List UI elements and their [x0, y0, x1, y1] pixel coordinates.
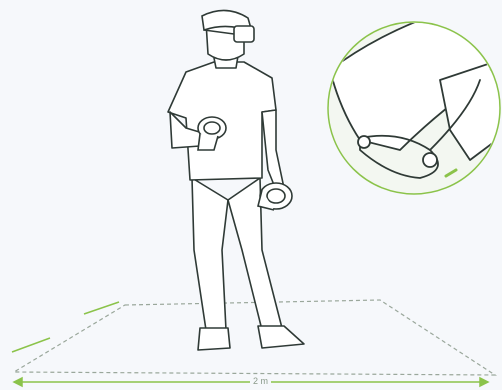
play-area-boundary [14, 300, 495, 375]
inset-closeup [328, 10, 502, 194]
dimension-label: 2 m [250, 376, 271, 386]
boundary-corner-markers [12, 302, 119, 352]
right-controller [258, 183, 292, 210]
person-figure [168, 17, 304, 350]
